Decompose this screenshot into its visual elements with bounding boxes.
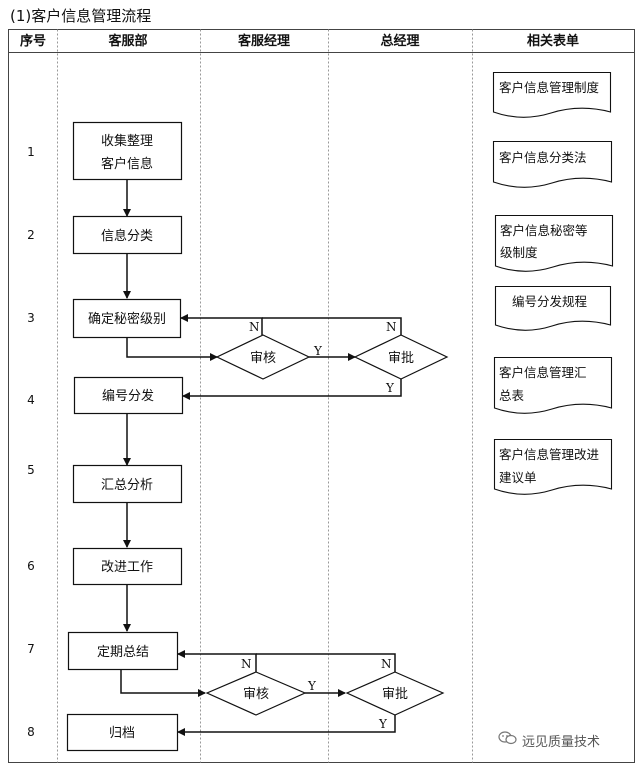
- header-service-manager: 客服经理: [238, 33, 290, 49]
- form-document: 编号分发规程: [494, 285, 612, 331]
- step-number: 2: [27, 228, 35, 242]
- form-label: 总表: [499, 388, 525, 403]
- step-number: 7: [27, 642, 35, 656]
- process-label: 确定秘密级别: [88, 311, 166, 327]
- decision-review-2: 审核: [205, 671, 307, 716]
- step-number: 1: [27, 145, 35, 159]
- decision-label: 审核: [243, 687, 269, 702]
- step-number: 6: [27, 559, 35, 573]
- step-number: 3: [27, 311, 35, 325]
- connectors: [120, 180, 402, 736]
- process-label: 信息分类: [101, 228, 153, 244]
- decision-label: 审核: [250, 351, 276, 366]
- process-box-collect: 收集整理 客户信息: [72, 121, 183, 181]
- form-document: 客户信息管理改进 建议单: [493, 438, 613, 495]
- process-label: 客户信息: [101, 156, 153, 172]
- form-document: 客户信息管理汇 总表: [493, 356, 613, 414]
- table-frame: [8, 29, 635, 763]
- form-label: 编号分发规程: [512, 294, 588, 309]
- form-label: 客户信息分类法: [499, 150, 587, 165]
- branch-no-label: N: [241, 657, 252, 671]
- form-label: 客户信息管理汇: [499, 365, 587, 380]
- process-box-improve: 改进工作: [72, 547, 183, 586]
- branch-yes-label: Y: [385, 381, 395, 395]
- form-label: 客户信息管理制度: [499, 80, 600, 95]
- branch-yes-label: Y: [378, 717, 388, 731]
- page-title: (1)客户信息管理流程: [10, 7, 152, 25]
- form-label: 级制度: [500, 245, 538, 260]
- watermark: 远见质量技术: [498, 731, 600, 750]
- step-number: 5: [27, 463, 35, 477]
- process-label: 收集整理: [101, 133, 153, 149]
- form-document: 客户信息秘密等 级制度: [494, 214, 614, 272]
- header-related-forms: 相关表单: [527, 33, 579, 49]
- form-label: 建议单: [499, 470, 537, 485]
- process-box-confidential-level: 确定秘密级别: [72, 298, 182, 339]
- branch-yes-label: Y: [307, 679, 317, 693]
- form-document: 客户信息管理制度: [492, 71, 612, 118]
- header-sequence: 序号: [20, 33, 46, 49]
- branch-yes-label: Y: [313, 344, 323, 358]
- watermark-text: 远见质量技术: [522, 735, 601, 750]
- decision-review-1: 审核: [215, 334, 311, 380]
- form-document: 客户信息分类法: [492, 140, 613, 188]
- process-label: 归档: [109, 726, 135, 741]
- wechat-icon: [498, 731, 518, 748]
- process-label: 定期总结: [97, 645, 149, 660]
- process-box-archive: 归档: [66, 713, 179, 752]
- process-box-periodic-summary: 定期总结: [67, 631, 179, 671]
- process-box-classify: 信息分类: [72, 215, 183, 255]
- step-number: 8: [27, 725, 35, 739]
- process-box-numbering: 编号分发: [73, 376, 184, 415]
- branch-no-label: N: [249, 320, 260, 334]
- header-service-dept: 客服部: [108, 33, 147, 49]
- process-label: 汇总分析: [101, 478, 153, 493]
- process-box-summary-analysis: 汇总分析: [72, 464, 183, 504]
- form-label: 客户信息管理改进: [499, 447, 600, 462]
- header-general-manager: 总经理: [380, 33, 419, 49]
- process-label: 改进工作: [101, 560, 153, 575]
- process-label: 编号分发: [102, 388, 154, 404]
- form-label: 客户信息秘密等: [500, 223, 588, 238]
- decision-approve-2: 审批: [345, 671, 445, 716]
- decision-label: 审批: [382, 687, 408, 702]
- branch-no-label: N: [381, 657, 392, 671]
- step-number: 4: [27, 393, 35, 407]
- decision-label: 审批: [388, 351, 414, 366]
- branch-no-label: N: [386, 320, 397, 334]
- decision-approve-1: 审批: [353, 334, 449, 380]
